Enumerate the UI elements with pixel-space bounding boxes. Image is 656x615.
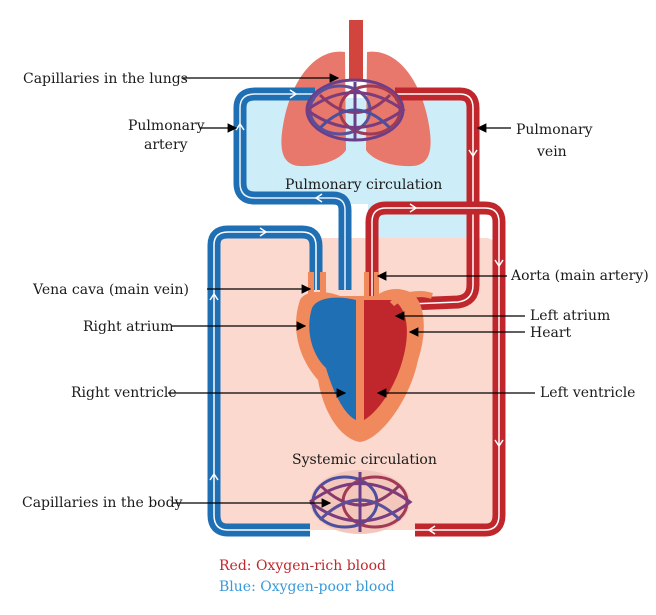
label-pulmonary-vein-line2: vein bbox=[536, 144, 567, 160]
label-heart: Heart bbox=[530, 325, 572, 341]
label-vena-cava: Vena cava (main vein) bbox=[32, 282, 189, 298]
label-left-atrium: Left atrium bbox=[530, 308, 610, 324]
lung-capillaries bbox=[305, 78, 406, 142]
heart bbox=[296, 272, 433, 442]
label-systemic-circulation: Systemic circulation bbox=[292, 452, 437, 468]
label-pulmonary-artery-line2: artery bbox=[144, 137, 188, 153]
label-right-ventricle: Right ventricle bbox=[71, 385, 177, 401]
body-capillaries bbox=[309, 470, 413, 534]
label-aorta: Aorta (main artery) bbox=[510, 268, 649, 284]
label-pulmonary-circulation: Pulmonary circulation bbox=[285, 177, 442, 193]
right-lung bbox=[366, 51, 431, 167]
label-left-ventricle: Left ventricle bbox=[540, 385, 635, 401]
label-capillaries-lungs: Capillaries in the lungs bbox=[23, 71, 188, 87]
label-capillaries-body: Capillaries in the body bbox=[22, 495, 183, 511]
label-pulmonary-artery-line1: Pulmonary bbox=[128, 118, 205, 134]
legend-oxygen-rich: Red: Oxygen-rich blood bbox=[219, 558, 386, 574]
label-right-atrium: Right atrium bbox=[83, 319, 174, 335]
trachea bbox=[349, 20, 363, 80]
label-pulmonary-vein-line1: Pulmonary bbox=[516, 122, 593, 138]
legend-oxygen-poor: Blue: Oxygen-poor blood bbox=[219, 579, 395, 595]
